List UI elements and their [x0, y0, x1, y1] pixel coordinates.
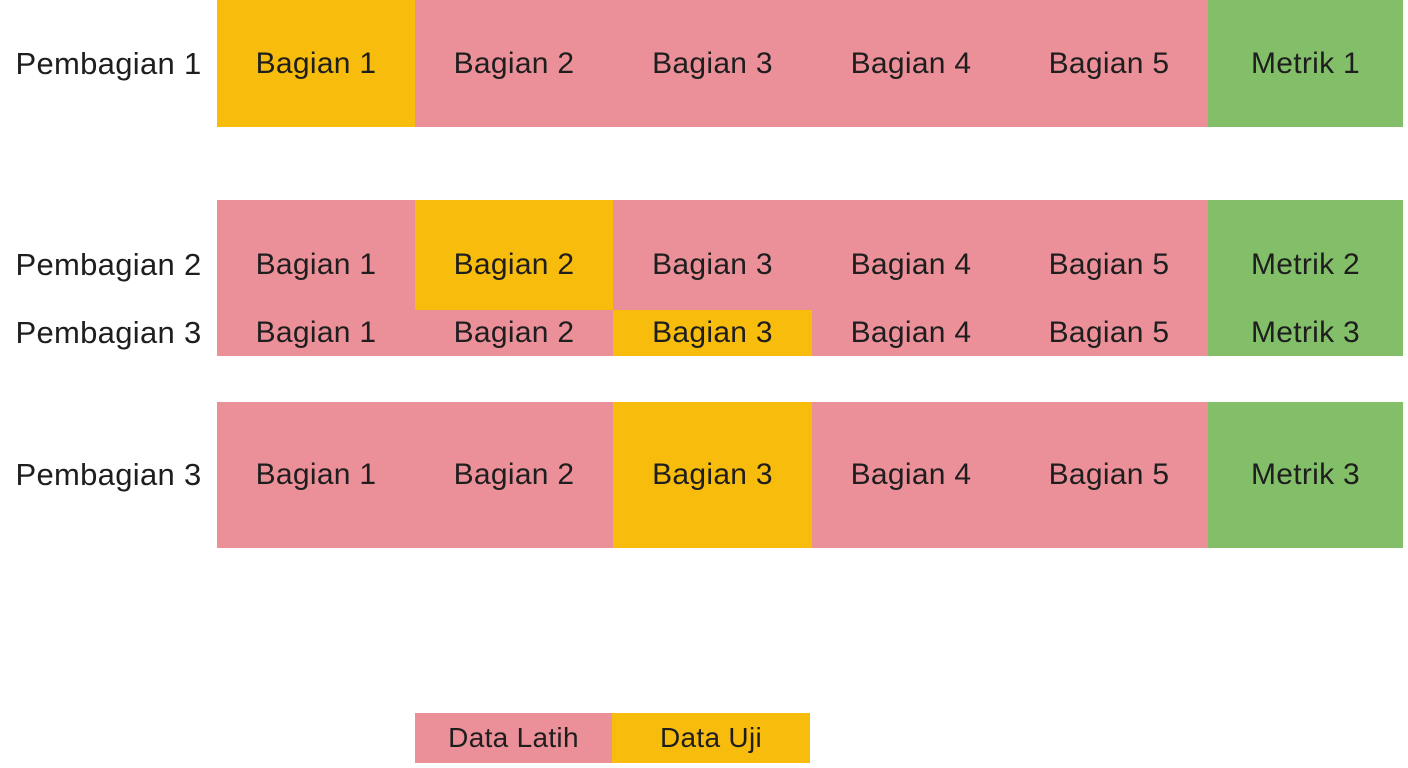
split-3-fold-2-cell: Bagian 2	[453, 458, 575, 491]
split-3-compact-fold-1-cell: Bagian 1	[255, 316, 377, 349]
split-3-compact-fold-2-cell: Bagian 2	[453, 316, 575, 349]
split-2-col-3: Bagian 3 Bagian 3	[613, 200, 812, 356]
legend-train-swatch: Data Latih	[415, 713, 612, 763]
split-3-compact-fold-3-cell: Bagian 3	[652, 316, 773, 349]
split-2-label: Pembagian 2	[15, 247, 202, 282]
split-3-fold-5-cell: Bagian 5	[1048, 458, 1170, 491]
split-1-fold-5-cell: Bagian 5	[1048, 46, 1170, 80]
split-3-compact-fold-5-cell: Bagian 5	[1048, 316, 1170, 349]
legend-test-swatch: Data Uji	[612, 713, 810, 763]
split-1-fold-3-cell: Bagian 3	[652, 46, 773, 80]
split-1-train-backdrop	[415, 0, 1208, 127]
split-1-fold-4-cell: Bagian 4	[850, 46, 972, 80]
split-3-fold-4-cell: Bagian 4	[850, 458, 972, 491]
split-3-compact-metric-cell: Metrik 3	[1250, 316, 1361, 349]
split-1-metric-cell: Metrik 1	[1208, 0, 1403, 127]
split-2-metric-cell: Metrik 2	[1250, 248, 1361, 281]
split-1-fold-1-test-cell: Bagian 1	[217, 0, 415, 127]
split-3-compact-fold-4-cell: Bagian 4	[850, 316, 972, 349]
split-2-col-2: Bagian 2 Bagian 2	[415, 200, 613, 356]
split-2-metric-backdrop	[1208, 200, 1403, 356]
split-3-fold-1-cell: Bagian 1	[255, 458, 377, 491]
split-3-metric-cell: Metrik 3	[1208, 402, 1403, 548]
split-2-col-1: Bagian 1 Bagian 1	[217, 200, 415, 356]
split-2-fold-1-cell: Bagian 1	[255, 248, 377, 281]
split-3-label: Pembagian 3	[15, 457, 202, 492]
split-2-col-metric: Metrik 2 Metrik 3	[1208, 200, 1403, 356]
split-2-col-5: Bagian 5 Bagian 5	[1010, 200, 1208, 356]
split-1-fold-2-cell: Bagian 2	[453, 46, 575, 80]
split-2-fold-4-cell: Bagian 4	[850, 248, 972, 281]
split-2-fold-5-cell: Bagian 5	[1048, 248, 1170, 281]
split-2-col-4: Bagian 4 Bagian 4	[812, 200, 1010, 356]
split-2-fold-2-test-block	[415, 200, 613, 310]
split-2-fold-2-cell: Bagian 2	[453, 248, 575, 281]
split-3-fold-3-test-cell: Bagian 3	[613, 402, 812, 548]
split-2-fold-3-cell: Bagian 3	[652, 248, 773, 281]
split-3-compact-fold-3-test-block	[613, 310, 812, 356]
split-1-label: Pembagian 1	[15, 45, 202, 81]
split-3-compact-label: Pembagian 3	[15, 315, 202, 350]
